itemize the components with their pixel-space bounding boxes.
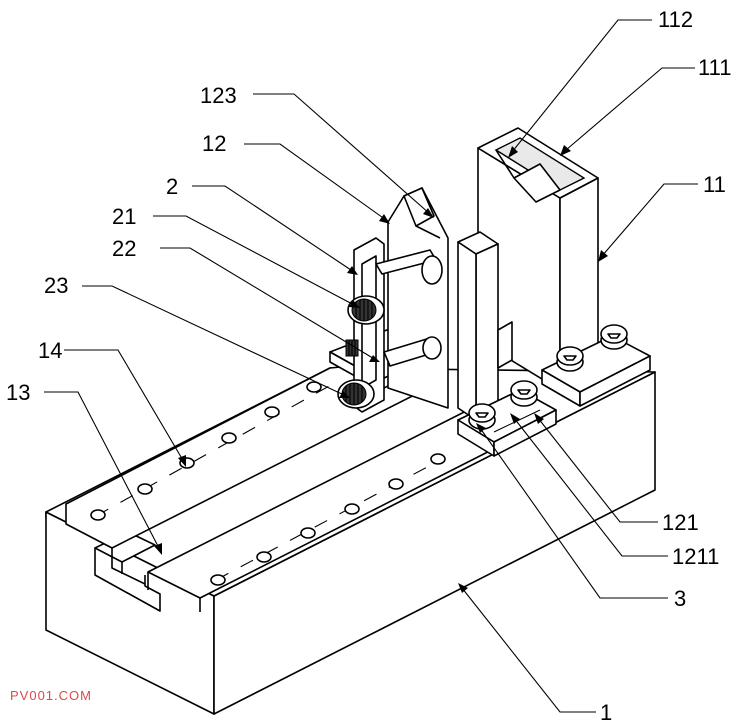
hole-row-right	[210, 453, 446, 586]
screw-head	[556, 346, 584, 372]
label-23: 23	[44, 273, 68, 298]
label-1: 1	[600, 700, 612, 723]
label-3: 3	[674, 586, 686, 611]
middle-upright-front	[457, 241, 477, 421]
base-block	[45, 361, 656, 715]
label-1211: 1211	[672, 544, 719, 569]
watermark: PV001.COM	[10, 688, 92, 703]
label-112: 112	[658, 7, 693, 32]
label-123: 123	[200, 83, 237, 108]
label-22: 22	[112, 236, 136, 261]
label-12: 12	[202, 131, 226, 156]
leader-lines	[44, 19, 698, 713]
middle-upright-side	[475, 243, 499, 421]
label-11: 11	[703, 172, 726, 197]
label-111: 111	[698, 55, 731, 80]
part-labels: 112 111 123 12 11 2 21 22 23 14 13 121 1…	[6, 7, 731, 723]
label-14: 14	[38, 338, 62, 363]
post-base-block	[541, 324, 651, 407]
knurled-knob-small	[345, 339, 359, 357]
middle-upright	[457, 231, 513, 421]
post-channel-slope	[513, 163, 561, 203]
label-121: 121	[662, 510, 699, 535]
label-21: 21	[112, 204, 136, 229]
screw-head	[600, 324, 628, 350]
screw-head	[468, 403, 496, 430]
knurled-knob-upper	[347, 295, 385, 325]
hole-row-left	[90, 379, 341, 521]
knurled-knob-lower	[337, 379, 375, 409]
screw-head	[510, 380, 538, 407]
label-13: 13	[6, 380, 30, 405]
label-2: 2	[166, 174, 178, 199]
clamp-frame	[337, 187, 449, 413]
